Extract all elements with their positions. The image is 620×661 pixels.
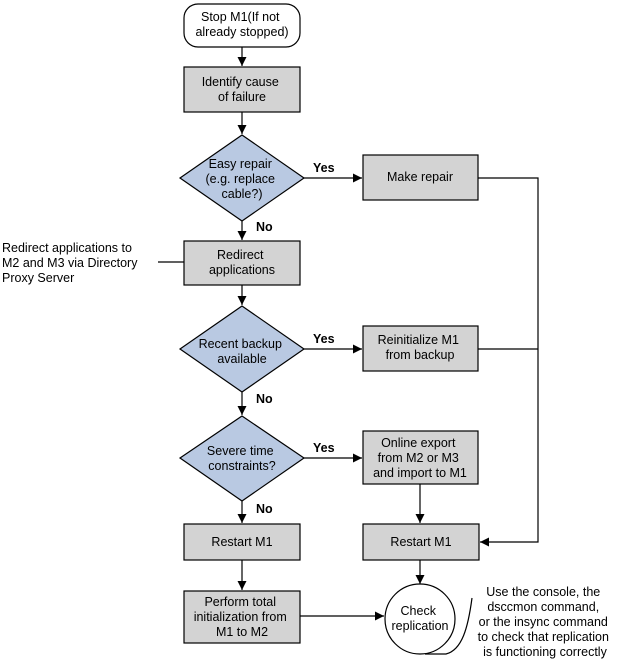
- connectors: [158, 47, 539, 655]
- svg-text:Use the console, the dsc: Use the console, the dsccmon command, or…: [478, 585, 613, 659]
- edge-repair-merge: [478, 177, 539, 547]
- redirect-apps-line-1: Redirect: [217, 248, 264, 262]
- recent-backup-line-2: available: [217, 352, 266, 366]
- total-init-line-2: initialization from: [194, 610, 287, 624]
- time-constraints-line-1: Severe time: [207, 444, 274, 458]
- check-replication-line-2: replication: [392, 619, 449, 633]
- svg-text:Restart M1: Restart M1: [211, 535, 272, 549]
- node-easy-repair: Easy repair (e.g. replace cable?): [178, 134, 306, 222]
- reinit-m1-line-2: from backup: [386, 348, 455, 362]
- svg-text:Reinitialize M1 from bac: Reinitialize M1 from backup: [378, 333, 463, 362]
- check-replication-line-1: Check: [401, 604, 437, 618]
- svg-text:Make repair: Make repair: [387, 170, 453, 184]
- process-shape: [362, 523, 480, 561]
- check-note-line-5: is functioning correctly: [483, 645, 607, 659]
- process-shape: [362, 430, 479, 485]
- decision-shape: [178, 415, 306, 502]
- svg-text:Perform total initializa: Perform total initialization from M1 to …: [194, 595, 291, 639]
- node-make-repair: Make repair: [362, 154, 479, 201]
- check-note-line-3: or the insync command: [479, 615, 608, 629]
- make-repair-line-1: Make repair: [387, 170, 453, 184]
- node-redirect-apps: Redirect applications: [183, 240, 301, 286]
- svg-text:Restart M1: Restart M1: [390, 535, 451, 549]
- process-shape: [362, 325, 479, 372]
- check-note: Use the console, the dsccmon command, or…: [478, 585, 613, 659]
- easy-repair-line-3: cable?): [222, 187, 263, 201]
- redirect-note-line-2: M2 and M3 via Directory: [2, 256, 138, 270]
- process-shape: [183, 66, 301, 113]
- identify-cause-line-2: of failure: [218, 90, 266, 104]
- svg-text:Redirect applications: Redirect applications: [209, 248, 275, 277]
- node-time-constraints: Severe time constraints?: [178, 415, 306, 502]
- svg-text:Identify cause of failur: Identify cause of failure: [202, 75, 283, 104]
- easy-repair-yes-label: Yes: [313, 161, 335, 175]
- time-constraints-line-2: constraints?: [208, 459, 275, 473]
- time-constraints-yes-label: Yes: [313, 441, 335, 455]
- process-shape: [362, 154, 479, 201]
- process-shape: [183, 523, 301, 561]
- check-note-line-4: to check that replication: [478, 630, 609, 644]
- svg-text:Easy repair (e.g. replac: Easy repair (e.g. replace cable?): [206, 157, 279, 201]
- online-export-line-1: Online export: [381, 436, 456, 450]
- easy-repair-line-1: Easy repair: [209, 157, 272, 171]
- stop-m1-line-2: already stopped): [195, 25, 288, 39]
- restart-left-line-1: Restart M1: [211, 535, 272, 549]
- check-note-line-2: dsccmon command,: [487, 600, 599, 614]
- reinit-m1-line-1: Reinitialize M1: [378, 333, 459, 347]
- edge-labels: Yes No Yes No Yes No: [256, 161, 335, 516]
- svg-text:Stop M1(If not already s: Stop M1(If not already stopped): [195, 10, 288, 39]
- terminal-shape: [183, 3, 301, 48]
- svg-text:Online export from M2 or: Online export from M2 or M3 and import t…: [373, 436, 467, 480]
- node-check-replication: Check replication: [384, 583, 456, 655]
- easy-repair-line-2: (e.g. replace: [206, 172, 276, 186]
- decision-shape: [178, 305, 306, 393]
- svg-text:Severe time constraints?: Severe time constraints?: [207, 444, 277, 473]
- connector-circle: [384, 583, 456, 655]
- online-export-line-3: and import to M1: [373, 466, 467, 480]
- check-note-leader: [425, 597, 473, 655]
- node-stop-m1: Stop M1(If not already stopped): [183, 3, 301, 48]
- svg-text:Redirect applications to: Redirect applications to M2 and M3 via D…: [2, 241, 141, 285]
- node-reinit-m1: Reinitialize M1 from backup: [362, 325, 479, 372]
- online-export-line-2: from M2 or M3: [378, 451, 459, 465]
- node-recent-backup: Recent backup available: [178, 305, 306, 393]
- recent-backup-yes-label: Yes: [313, 332, 335, 346]
- redirect-note-line-1: Redirect applications to: [2, 241, 132, 255]
- total-init-line-3: M1 to M2: [216, 625, 268, 639]
- recent-backup-line-1: Recent backup: [199, 337, 282, 351]
- redirect-apps-line-2: applications: [209, 263, 275, 277]
- easy-repair-no-label: No: [256, 220, 273, 234]
- node-identify-cause: Identify cause of failure: [183, 66, 301, 113]
- process-shape: [183, 590, 301, 644]
- time-constraints-no-label: No: [256, 502, 273, 516]
- restart-right-line-1: Restart M1: [390, 535, 451, 549]
- svg-text:Check replication: Check replication: [392, 604, 449, 633]
- stop-m1-line-1: Stop M1(If not: [201, 10, 280, 24]
- check-note-line-1: Use the console, the: [486, 585, 600, 599]
- decision-shape: [178, 134, 306, 222]
- svg-text:Recent backup available: Recent backup available: [199, 337, 286, 366]
- process-shape: [183, 240, 301, 286]
- redirect-note: Redirect applications to M2 and M3 via D…: [2, 241, 141, 285]
- node-restart-left: Restart M1: [183, 523, 301, 561]
- redirect-note-line-3: Proxy Server: [2, 271, 74, 285]
- node-restart-right: Restart M1: [362, 523, 480, 561]
- node-total-init: Perform total initialization from M1 to …: [183, 590, 301, 644]
- node-online-export: Online export from M2 or M3 and import t…: [362, 430, 479, 485]
- identify-cause-line-1: Identify cause: [202, 75, 279, 89]
- total-init-line-1: Perform total: [204, 595, 276, 609]
- recent-backup-no-label: No: [256, 392, 273, 406]
